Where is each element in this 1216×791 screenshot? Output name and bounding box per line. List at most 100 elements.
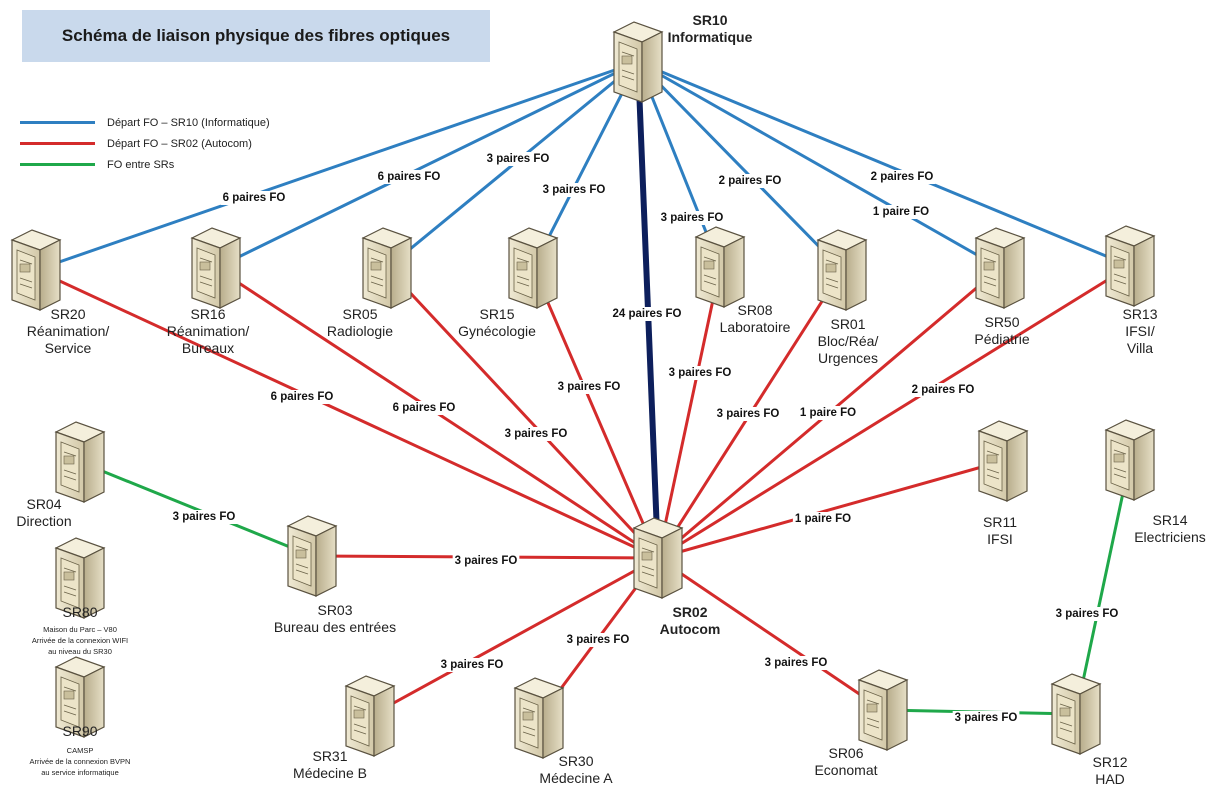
- svg-text:6 paires FO: 6 paires FO: [223, 192, 286, 204]
- svg-text:3 paires FO: 3 paires FO: [765, 657, 828, 669]
- node-code: SR05: [342, 306, 378, 322]
- link-sr02-sr11: [656, 459, 1005, 560]
- note-line: CAMSP: [66, 746, 94, 755]
- svg-text:24 paires FO: 24 paires FO: [612, 308, 681, 320]
- node-code: SR15: [479, 306, 515, 322]
- node-name: Autocom: [659, 621, 721, 637]
- node-note-sr80: Maison du Parc – V80 Arrivée de la conne…: [5, 624, 155, 657]
- svg-text:3 paires FO: 3 paires FO: [173, 511, 236, 523]
- note-line: Maison du Parc – V80: [43, 625, 117, 634]
- node-label-sr05: SR05 Radiologie: [300, 306, 420, 340]
- node-label-sr31: SR31 Médecine B: [270, 748, 390, 782]
- svg-text:1 paire FO: 1 paire FO: [795, 513, 851, 525]
- node-name: Economat: [814, 762, 878, 778]
- node-code: SR31: [312, 748, 348, 764]
- legend-line-red: [20, 142, 95, 145]
- svg-text:6 paires FO: 6 paires FO: [271, 391, 334, 403]
- node-name: Pédiatrie: [974, 331, 1030, 347]
- link-sr04-sr03: [78, 460, 314, 558]
- link-label-sr10-sr02: 24 paires FO: [610, 307, 684, 321]
- node-name: Bureaux: [181, 340, 235, 356]
- node-name: Service: [44, 340, 92, 356]
- server-icon-sr15: [507, 227, 559, 309]
- link-sr02-sr31: [368, 556, 660, 718]
- svg-text:2 paires FO: 2 paires FO: [912, 384, 975, 396]
- legend-item-between: FO entre SRs: [20, 154, 270, 175]
- node-label-sr90: SR90: [40, 723, 120, 740]
- node-label-sr03: SR03 Bureau des entrées: [255, 602, 415, 636]
- link-label-sr12-sr14: 3 paires FO: [1053, 607, 1121, 621]
- link-sr02-sr13: [656, 264, 1132, 560]
- node-name: Direction: [16, 513, 72, 529]
- legend-label: FO entre SRs: [107, 158, 175, 171]
- node-code: SR80: [62, 604, 98, 620]
- node-code: SR10: [692, 12, 728, 28]
- link-label-sr10-sr08: 3 paires FO: [658, 211, 726, 225]
- node-name: Urgences: [818, 350, 878, 366]
- node-label-sr04: SR04 Direction: [4, 496, 84, 530]
- node-label-sr14: SR14 Electriciens: [1125, 512, 1215, 546]
- link-label-sr02-sr13: 2 paires FO: [909, 383, 977, 397]
- link-label-sr02-sr05: 3 paires FO: [502, 427, 570, 441]
- links-layer: [34, 59, 1132, 720]
- note-line: Arrivée de la connexion BVPN: [29, 757, 131, 766]
- legend-line-green: [20, 163, 95, 166]
- svg-text:3 paires FO: 3 paires FO: [441, 659, 504, 671]
- node-label-sr11: SR11 IFSI: [960, 514, 1040, 548]
- node-label-sr10: SR10 Informatique: [650, 12, 770, 46]
- node-code: SR11: [983, 514, 1017, 530]
- link-label-sr02-sr31: 3 paires FO: [438, 658, 506, 672]
- node-code: SR14: [1152, 512, 1188, 528]
- node-code: SR30: [558, 753, 594, 769]
- node-label-sr06: SR06 Economat: [786, 745, 906, 779]
- note-line: au service informatique: [41, 768, 119, 777]
- link-label-sr02-sr06: 3 paires FO: [762, 656, 830, 670]
- link-label-sr10-sr01: 2 paires FO: [716, 174, 784, 188]
- node-label-sr80: SR80: [40, 604, 120, 621]
- node-name: HAD: [1095, 771, 1125, 787]
- server-icon-sr90: [54, 656, 106, 738]
- link-sr10-sr20: [34, 60, 640, 272]
- node-name: Radiologie: [326, 323, 394, 339]
- node-label-sr20: SR20 Réanimation/ Service: [8, 306, 128, 357]
- svg-text:2 paires FO: 2 paires FO: [719, 175, 782, 187]
- note-line: au niveau du SR30: [48, 647, 112, 656]
- link-label-sr10-sr20: 6 paires FO: [220, 191, 288, 205]
- node-label-sr50: SR50 Pédiatrie: [942, 314, 1062, 348]
- svg-text:3 paires FO: 3 paires FO: [543, 184, 606, 196]
- diagram-title: Schéma de liaison physique des fibres op…: [61, 26, 451, 45]
- link-sr10-sr50: [636, 60, 1002, 270]
- server-icon-sr05: [361, 227, 413, 309]
- link-label-sr10-sr05: 3 paires FO: [484, 152, 552, 166]
- node-code: SR01: [830, 316, 866, 332]
- server-icon-sr80: [54, 537, 106, 619]
- link-label-sr02-sr50: 1 paire FO: [797, 406, 859, 420]
- node-name: Informatique: [667, 29, 753, 45]
- link-sr10-sr01: [636, 60, 844, 272]
- link-sr02-sr05: [385, 266, 660, 560]
- svg-text:6 paires FO: 6 paires FO: [393, 402, 456, 414]
- node-name: Réanimation/: [166, 323, 250, 339]
- link-sr10-sr13: [636, 60, 1132, 268]
- link-label-sr02-sr30: 3 paires FO: [564, 633, 632, 647]
- node-name: Médecine B: [293, 765, 367, 781]
- server-icon-sr20: [10, 229, 62, 311]
- server-icon-sr12: [1050, 673, 1102, 755]
- node-label-sr15: SR15 Gynécologie: [437, 306, 557, 340]
- svg-text:3 paires FO: 3 paires FO: [567, 634, 630, 646]
- link-sr02-sr15: [531, 266, 660, 560]
- legend-label: Départ FO – SR02 (Autocom): [107, 137, 252, 150]
- node-code: SR13: [1122, 306, 1158, 322]
- server-icon-sr10: [612, 21, 664, 103]
- node-label-sr30: SR30 Médecine A: [516, 753, 636, 787]
- node-label-sr08: SR08 Laboratoire: [695, 302, 815, 336]
- server-icon-sr08: [694, 226, 746, 308]
- node-code: SR12: [1092, 754, 1128, 770]
- link-label-sr02-sr11: 1 paire FO: [792, 512, 854, 526]
- server-icon-sr31: [344, 675, 396, 757]
- link-label-sr10-sr13: 2 paires FO: [868, 170, 936, 184]
- node-name: Bloc/Réa/: [817, 333, 879, 349]
- link-label-sr02-sr16: 6 paires FO: [390, 401, 458, 415]
- node-name: Réanimation/: [26, 323, 110, 339]
- server-icon-sr04: [54, 421, 106, 503]
